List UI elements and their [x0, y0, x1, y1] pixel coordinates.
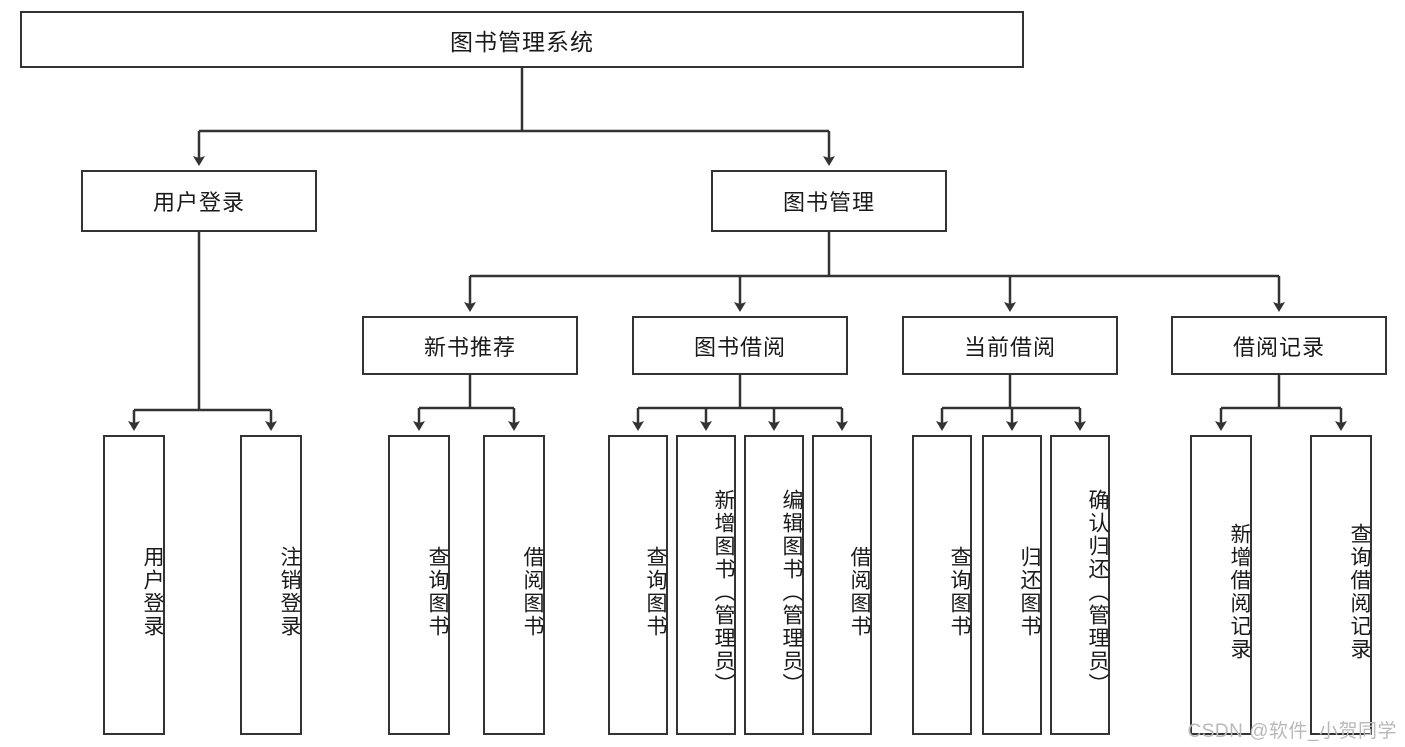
node-borrow-record[interactable]: 借阅记录: [1171, 316, 1387, 375]
node-leaf-edit-book[interactable]: 编辑图书（管理员）: [744, 435, 804, 735]
node-leaf-query-book-1[interactable]: 查询图书: [388, 435, 450, 735]
watermark-text: CSDN @软件_小贺同学: [1187, 721, 1397, 742]
node-leaf-add-record[interactable]: 新增借阅记录: [1190, 435, 1252, 735]
node-leaf-user-login[interactable]: 用户登录: [103, 435, 165, 735]
node-leaf-logout-login[interactable]: 注销登录: [240, 435, 302, 735]
node-leaf-query-record[interactable]: 查询借阅记录: [1310, 435, 1372, 735]
node-user-login[interactable]: 用户登录: [81, 170, 317, 232]
node-book-borrow[interactable]: 图书借阅: [632, 316, 848, 375]
node-leaf-return-book[interactable]: 归还图书: [982, 435, 1042, 735]
node-leaf-add-book[interactable]: 新增图书（管理员）: [676, 435, 736, 735]
node-book-manage[interactable]: 图书管理: [711, 170, 947, 232]
node-leaf-borrow-book-1[interactable]: 借阅图书: [483, 435, 545, 735]
node-leaf-borrow-book-2[interactable]: 借阅图书: [812, 435, 872, 735]
node-current-borrow[interactable]: 当前借阅: [902, 316, 1118, 375]
node-leaf-confirm-return[interactable]: 确认归还（管理员）: [1050, 435, 1110, 735]
node-root[interactable]: 图书管理系统: [20, 11, 1024, 68]
node-new-book-recommend[interactable]: 新书推荐: [362, 316, 578, 375]
node-leaf-query-book-3[interactable]: 查询图书: [912, 435, 972, 735]
node-leaf-query-book-2[interactable]: 查询图书: [608, 435, 668, 735]
